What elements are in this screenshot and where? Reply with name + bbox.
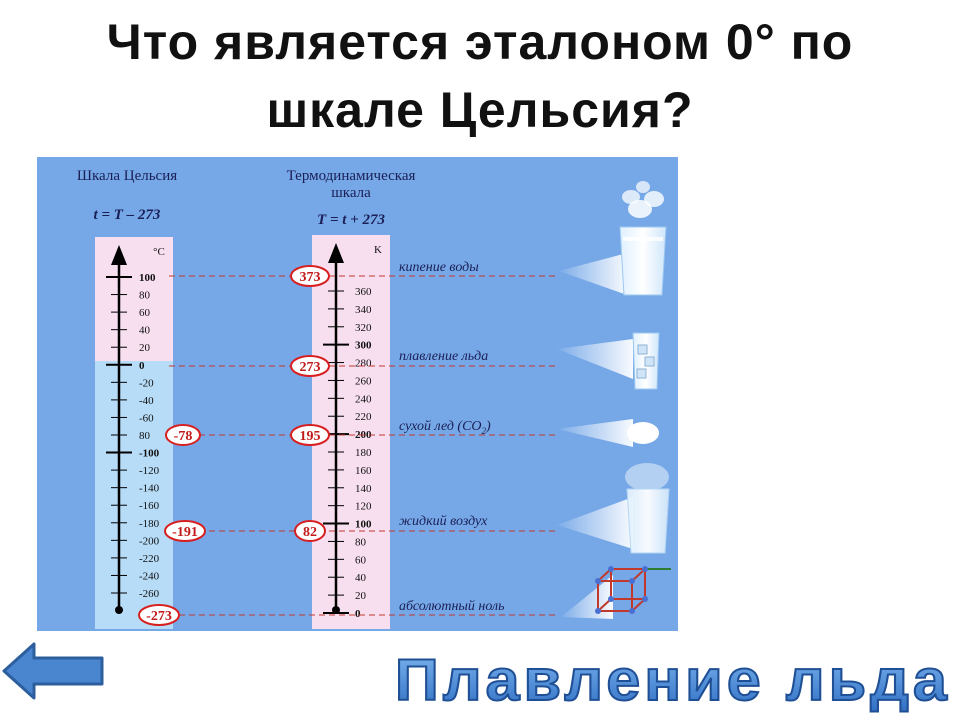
kelvin-arrow-icon [328, 243, 344, 263]
tick-label: 360 [355, 286, 372, 298]
celsius-formula: t = T – 273 [94, 207, 161, 223]
tick-label: -60 [139, 412, 154, 424]
tick-label: 80 [355, 536, 367, 548]
kelvin-marker-value: 273 [300, 360, 321, 375]
label-ice-melting: плавление льда [399, 349, 488, 364]
kelvin-unit: K [374, 244, 382, 256]
tick-label: -220 [139, 553, 160, 565]
tick-label: -40 [139, 395, 154, 407]
tick-label: 40 [355, 572, 367, 584]
tick-label: 220 [355, 411, 372, 423]
celsius-marker-value: -191 [172, 525, 198, 540]
tick-label: 160 [355, 465, 372, 477]
kelvin-marker-82: 82 [294, 520, 326, 542]
tick-label: 320 [355, 322, 372, 334]
page-title: Что является эталоном 0° по шкале Цельси… [0, 8, 960, 144]
label-liquid-air: жидкий воздух [399, 514, 488, 529]
celsius-marker-minus78: -78 [165, 424, 201, 446]
kelvin-marker-value: 373 [300, 270, 321, 285]
tick-label: 60 [355, 554, 367, 566]
tick-label: 100 [139, 272, 156, 284]
ice-glass-icon [632, 332, 660, 390]
kelvin-heading-1: Термодинамическая [287, 168, 416, 184]
back-arrow-icon [2, 642, 104, 700]
celsius-positive-band [95, 237, 173, 361]
tick-label: -240 [139, 570, 160, 582]
liquid-air-glass-icon [625, 463, 670, 554]
celsius-arrow-icon [111, 245, 127, 265]
answer-text: Плавление льда [395, 648, 951, 713]
tick-label: 140 [355, 483, 372, 495]
celsius-unit: °C [153, 246, 165, 258]
kelvin-marker-373: 373 [290, 265, 330, 287]
tick-label: 60 [139, 307, 151, 319]
label-absolute-zero: абсолютный ноль [399, 599, 504, 614]
kelvin-marker-value: 82 [303, 525, 317, 540]
tick-label: 20 [139, 342, 151, 354]
tick-label: -120 [139, 465, 160, 477]
title-line-2: шкале Цельсия? [266, 82, 694, 138]
tick-label: 180 [355, 447, 372, 459]
celsius-marker-minus191: -191 [164, 520, 206, 542]
reference-lines [169, 275, 557, 616]
tick-label: -20 [139, 377, 154, 389]
tick-label: -140 [139, 483, 160, 495]
tick-label: 80 [139, 290, 151, 302]
tick-label: 280 [355, 358, 372, 370]
celsius-negative-band [95, 361, 173, 629]
tick-label: 120 [355, 501, 372, 513]
kelvin-marker-273: 273 [290, 355, 330, 377]
answer-banner: Плавление льда [386, 638, 960, 720]
tick-label: -160 [139, 500, 160, 512]
celsius-marker-value: -78 [174, 429, 193, 444]
tick-label: 100 [355, 519, 372, 531]
tick-label: 20 [355, 590, 367, 602]
tick-label: 40 [139, 325, 151, 337]
tick-label: 240 [355, 393, 372, 405]
tick-label: 340 [355, 304, 372, 316]
kelvin-marker-value: 195 [300, 429, 321, 444]
dry-ice-icon [627, 422, 659, 444]
tick-label: 0 [355, 608, 361, 620]
tick-label: -100 [139, 448, 160, 460]
light-beams [557, 253, 633, 619]
celsius-marker-value: -273 [146, 609, 172, 624]
tick-label: 260 [355, 375, 372, 387]
tick-label: -260 [139, 588, 160, 600]
tick-label: 300 [355, 340, 372, 352]
lattice-atoms [595, 566, 648, 614]
back-button[interactable] [0, 640, 106, 702]
title-line-1: Что является эталоном 0° по [106, 14, 854, 70]
kelvin-marker-195: 195 [290, 424, 330, 446]
tick-label: -180 [139, 518, 160, 530]
kelvin-formula: T = t + 273 [317, 212, 385, 228]
label-boiling-water: кипение воды [399, 260, 479, 275]
temperature-scales-diagram: Шкала Цельсия t = T – 273 Термодинамичес… [37, 157, 678, 631]
label-dry-ice: сухой лед (CO2) [399, 419, 491, 436]
celsius-marker-minus273: -273 [138, 604, 180, 626]
kelvin-heading-2: шкала [331, 185, 371, 201]
tick-label: -200 [139, 535, 160, 547]
tick-label: 80 [139, 430, 151, 442]
boiling-water-glass-icon [619, 181, 667, 296]
celsius-bulb [115, 606, 123, 614]
tick-label: 0 [139, 360, 145, 372]
celsius-ticks: 100 80 60 40 20 0 -20 -40 -60 80 -100 -120 -140 -160 -… [106, 272, 160, 600]
celsius-heading: Шкала Цельсия [77, 168, 177, 184]
